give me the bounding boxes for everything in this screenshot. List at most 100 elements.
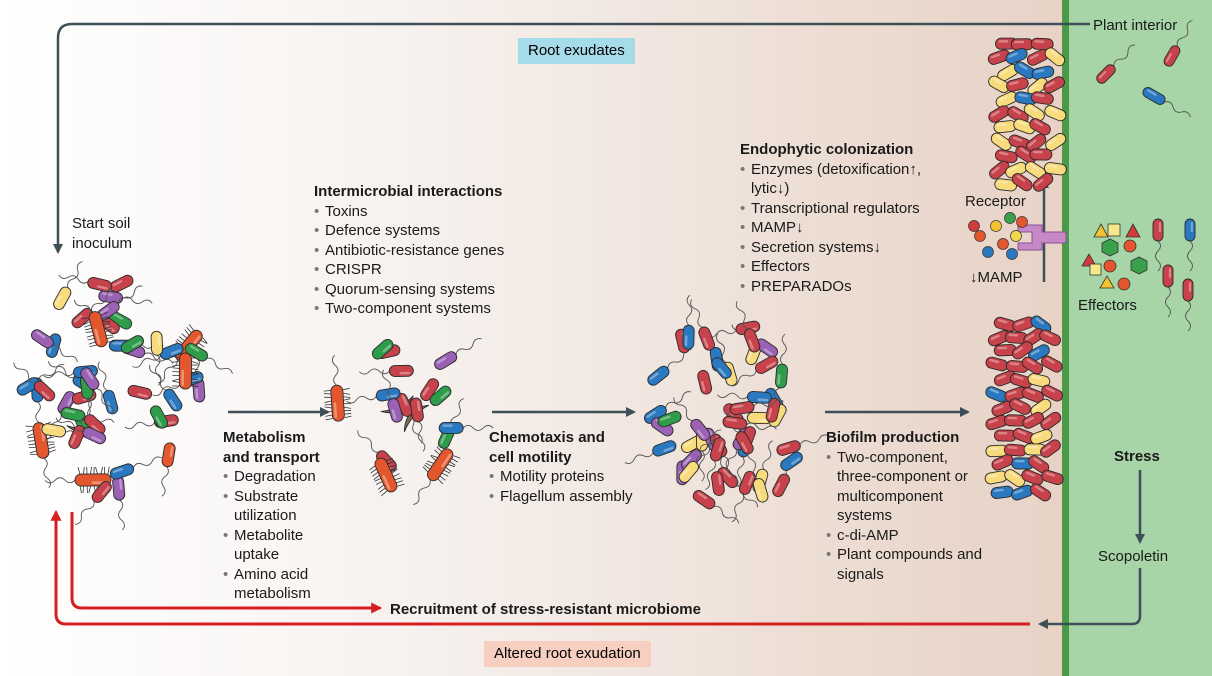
bacterium xyxy=(993,370,1017,387)
bacterium xyxy=(717,391,772,404)
chemotaxis-title-2: cell motility xyxy=(489,448,572,466)
bacterium xyxy=(16,364,65,396)
receptor-label: Receptor xyxy=(965,193,1026,210)
endophytic-item: Enzymes (detoxification↑, lytic↓) xyxy=(740,160,960,199)
endophytic-item: Effectors xyxy=(740,257,960,277)
bacterium xyxy=(1030,429,1053,445)
root-exudates-label: Root exudates xyxy=(518,38,635,64)
effectors-label: Effectors xyxy=(1078,297,1137,314)
bacterium xyxy=(994,178,1018,192)
bacterium xyxy=(678,439,717,483)
metabolism-item: Substrate utilization xyxy=(223,487,333,526)
scopoletin-label: Scopoletin xyxy=(1098,548,1169,565)
plant-cell-wall xyxy=(1062,0,1069,676)
endophyte-biofilm-top xyxy=(987,37,1067,192)
bacterium xyxy=(1030,483,1052,502)
intermicrobial-item: Quorum-sensing systems xyxy=(314,280,574,300)
bacterium xyxy=(109,274,134,293)
metabolism-title-2: and transport xyxy=(223,448,320,466)
bacterium xyxy=(1043,162,1067,176)
endophytic-block: Endophytic colonization Enzymes (detoxif… xyxy=(740,140,985,296)
start-soil-line1: Start soil xyxy=(72,215,131,232)
chemotaxis-item: Flagellum assembly xyxy=(489,487,659,507)
bacterium xyxy=(1007,106,1029,124)
bacterium xyxy=(1044,105,1067,122)
bacterium xyxy=(420,378,440,402)
bacterium xyxy=(991,454,1014,471)
mamp-molecules xyxy=(968,212,1028,260)
endophytic-item: Transcriptional regulators xyxy=(740,199,960,219)
bacterium xyxy=(31,329,78,363)
bacterium xyxy=(985,356,1009,372)
effector-hexagon xyxy=(1101,238,1119,257)
bacterium xyxy=(1005,47,1028,65)
bacterium xyxy=(690,299,715,351)
effector-circle xyxy=(1103,259,1117,273)
bacterium xyxy=(776,434,830,456)
bacterium xyxy=(1004,331,1028,344)
bacterium xyxy=(657,410,682,428)
bacterium xyxy=(729,355,779,387)
bacterium xyxy=(1039,329,1061,347)
bacterium xyxy=(124,414,179,430)
stress-label: Stress xyxy=(1114,448,1160,465)
bacterium xyxy=(120,335,144,354)
bacterium xyxy=(184,342,233,374)
bacterium xyxy=(1022,411,1044,429)
bacterium xyxy=(1004,469,1026,488)
metabolism-item: Degradation xyxy=(223,467,333,487)
bacterium xyxy=(987,49,1011,65)
bacterium xyxy=(1096,44,1136,84)
mamp-molecule xyxy=(1006,248,1018,260)
bacterium xyxy=(172,352,199,390)
bacterium xyxy=(60,406,115,423)
start-soil-inoculum-label: Start soil inoculum xyxy=(72,214,132,253)
bacterium xyxy=(711,471,725,496)
bacterium xyxy=(1163,20,1193,67)
bacterium xyxy=(1008,134,1031,151)
bacterium xyxy=(58,274,112,292)
bacterium xyxy=(692,490,740,524)
chemotaxis-block: Chemotaxis and cell motility Motility pr… xyxy=(489,428,659,506)
bacterium xyxy=(1032,172,1054,192)
intermicrobial-title: Intermicrobial interactions xyxy=(314,183,503,200)
mamp-molecule xyxy=(1010,230,1022,242)
mamp-molecule xyxy=(1016,216,1028,228)
endophytic-title: Endophytic colonization xyxy=(740,141,914,158)
bacterium xyxy=(434,338,482,370)
intermicrobial-block: Intermicrobial interactions Toxins Defen… xyxy=(314,182,574,319)
metabolism-item: Metabolite uptake xyxy=(223,526,333,565)
bacterium xyxy=(705,437,726,490)
bacterium xyxy=(1184,218,1196,272)
bacterium xyxy=(323,354,352,422)
bacterium xyxy=(1041,469,1064,486)
bacterium xyxy=(990,132,1012,151)
biofilm-item: Plant compounds and signals xyxy=(826,545,991,584)
bacterium xyxy=(717,466,758,508)
bacterium xyxy=(410,397,426,452)
bacterium xyxy=(1040,439,1061,458)
bacterium xyxy=(1027,373,1051,388)
bacterium xyxy=(127,384,153,400)
bacterium xyxy=(53,261,83,310)
bacterium xyxy=(643,391,691,424)
bacterium xyxy=(1024,161,1047,180)
bacterium xyxy=(1040,411,1062,431)
bacterium xyxy=(1006,77,1029,92)
bacterium xyxy=(132,343,184,368)
bacterium xyxy=(438,422,494,434)
bacterium xyxy=(1031,91,1054,105)
bacterium xyxy=(1142,87,1191,118)
bacterium xyxy=(1011,172,1033,192)
bacterium xyxy=(1029,118,1051,136)
metabolism-title-1: Metabolism xyxy=(223,429,306,446)
bacterium xyxy=(112,475,126,531)
bacterium xyxy=(711,357,732,379)
endophytic-item: Secretion systems↓ xyxy=(740,238,960,258)
bacterium xyxy=(747,449,769,503)
motility-cluster xyxy=(624,294,830,524)
bacterium xyxy=(429,385,452,407)
bacterium xyxy=(1041,384,1064,402)
bacterium xyxy=(109,456,162,480)
intermicrobial-item: CRISPR xyxy=(314,260,574,280)
